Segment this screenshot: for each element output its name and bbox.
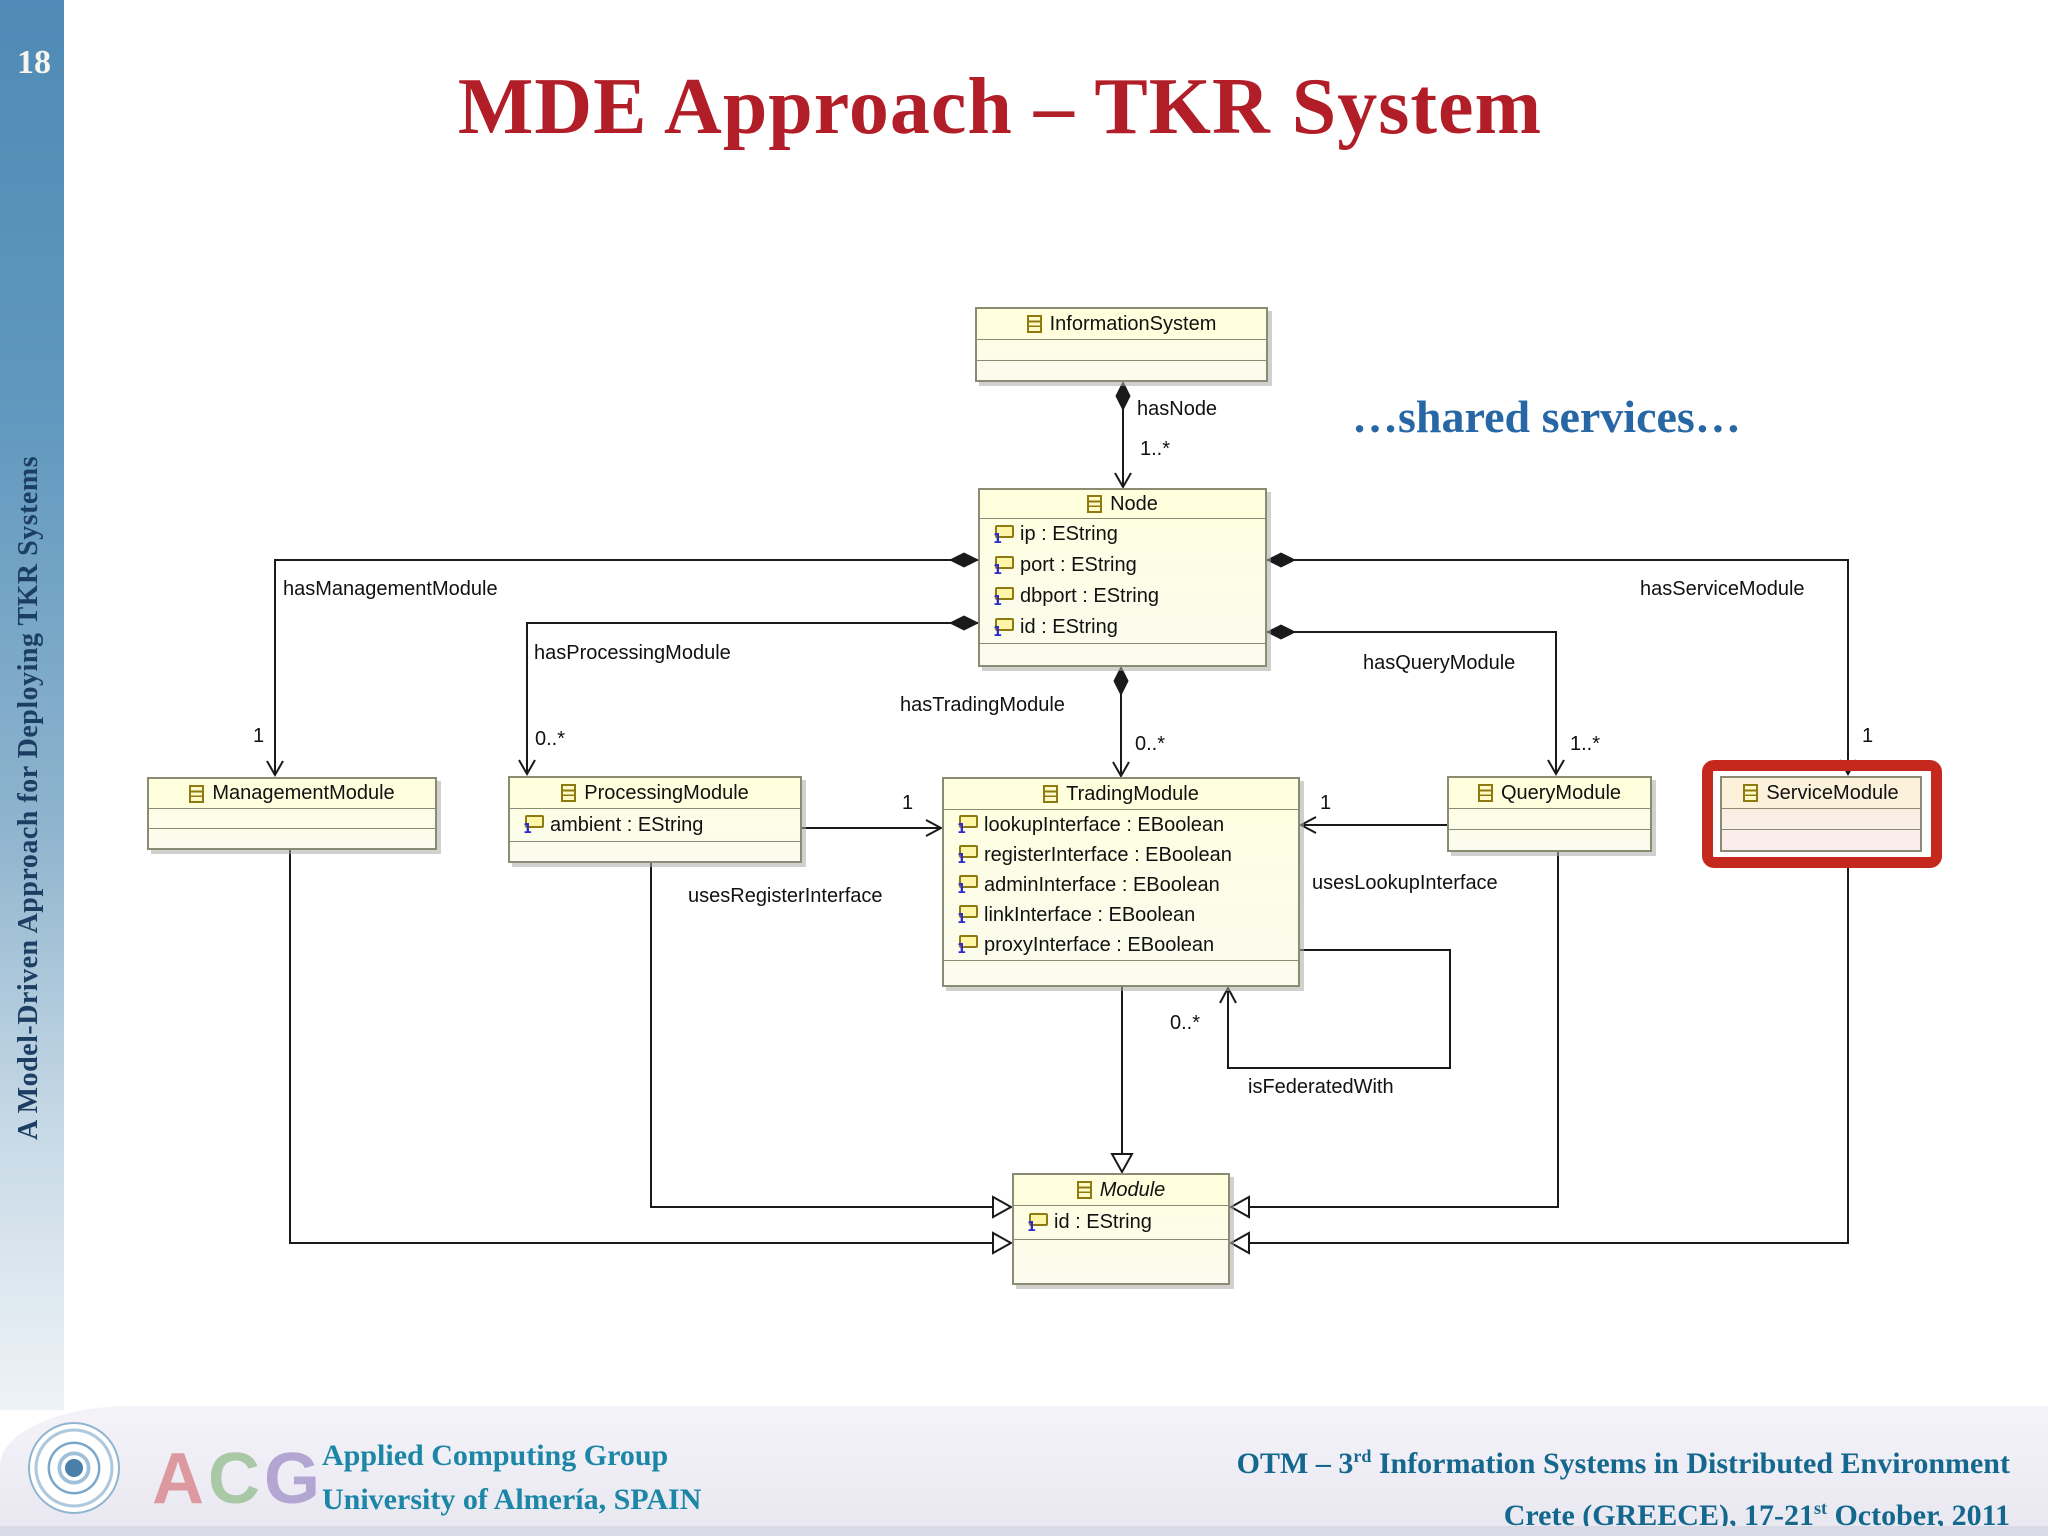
class-node: Node ip : EString port : EString dbport … <box>978 488 1267 667</box>
class-name: Node <box>1110 492 1158 515</box>
class-name: ManagementModule <box>212 782 395 804</box>
assoc-label-hasTradingModule: hasTradingModule <box>900 694 1065 716</box>
attribute-icon <box>990 584 1014 610</box>
conference-text: OTM – 3rd Information Systems in Distrib… <box>1237 1434 2010 1536</box>
attribute-row: lookupInterface : EBoolean <box>944 810 1298 840</box>
class-module: Module id : EString <box>1012 1173 1230 1285</box>
assoc-mult-hasServiceModule: 1 <box>1862 725 1874 747</box>
class-tradingmodule: TradingModule lookupInterface : EBoolean… <box>942 777 1300 987</box>
class-name: ServiceModule <box>1766 781 1899 804</box>
class-icon <box>1043 785 1059 803</box>
association-hasTradingModule <box>1112 665 1130 779</box>
association-hasNode <box>1114 380 1132 490</box>
page-title: MDE Approach – TKR System <box>457 63 1543 151</box>
attribute-icon <box>954 872 978 898</box>
organization-line1: Applied Computing Group <box>322 1439 669 1472</box>
class-name: ProcessingModule <box>584 781 749 804</box>
attribute-icon <box>990 615 1014 641</box>
class-informationsystem: InformationSystem <box>975 307 1268 382</box>
attribute-icon <box>954 812 978 838</box>
class-querymodule: QueryModule <box>1447 776 1652 852</box>
assoc-label-usesRegisterInterface: usesRegisterInterface <box>688 885 883 907</box>
organization-text: Applied Computing Group University of Al… <box>322 1434 701 1522</box>
shared-services-annotation: …shared services… <box>1352 391 1741 442</box>
assoc-label-hasManagementModule: hasManagementModule <box>283 578 498 600</box>
sidebar: 18 A Model-Driven Approach for Deploying… <box>0 0 64 1410</box>
attribute-icon <box>954 842 978 868</box>
class-name: Module <box>1099 1178 1166 1201</box>
assoc-mult-isFederatedWith: 0..* <box>1170 1012 1201 1034</box>
conference-line2: Crete (GREECE), 17-21st October, 2011 <box>1503 1498 2010 1532</box>
highlight-frame-servicemodule <box>1702 760 1942 868</box>
assoc-mult-hasTradingModule: 0..* <box>1135 733 1166 755</box>
attribute-row: adminInterface : EBoolean <box>944 870 1298 900</box>
attribute-icon <box>954 902 978 928</box>
assoc-label-hasNode: hasNode <box>1137 398 1218 420</box>
class-managementmodule: ManagementModule <box>147 777 437 850</box>
sidebar-vertical-title: A Model-Driven Approach for Deploying TK… <box>13 455 44 1140</box>
attribute-icon <box>520 812 544 838</box>
class-name: TradingModule <box>1066 782 1199 805</box>
class-icon <box>1477 784 1493 802</box>
class-name: InformationSystem <box>1049 312 1217 335</box>
class-icon <box>561 784 577 802</box>
association-usesRegisterInterface <box>802 819 944 837</box>
attribute-icon <box>990 522 1014 548</box>
attribute-icon <box>990 553 1014 579</box>
association-hasQueryModule <box>1265 624 1565 777</box>
page-number: 18 <box>17 44 51 81</box>
generalization-managementModule-module <box>289 850 1014 1255</box>
assoc-mult-usesLookupInterface: 1 <box>1320 792 1332 814</box>
assoc-label-usesLookupInterface: usesLookupInterface <box>1312 872 1498 894</box>
attribute-row: id : EString <box>1014 1206 1228 1239</box>
assoc-mult-hasNode: 1..* <box>1140 438 1171 460</box>
organization-line2: University of Almería, SPAIN <box>322 1483 702 1516</box>
class-icon <box>1743 784 1759 802</box>
attribute-row: proxyInterface : EBoolean <box>944 930 1298 960</box>
attribute-row: dbport : EString <box>980 581 1265 612</box>
conference-line1: OTM – 3rd Information Systems in Distrib… <box>1236 1446 2010 1480</box>
attribute-row: registerInterface : EBoolean <box>944 840 1298 870</box>
assoc-mult-hasProcessingModule: 0..* <box>535 728 566 750</box>
attribute-row: id : EString <box>980 612 1265 643</box>
attribute-row: ip : EString <box>980 519 1265 550</box>
attribute-row: ambient : EString <box>510 809 800 841</box>
class-icon <box>1076 1181 1092 1199</box>
generalization-serviceModule-module <box>1228 866 1849 1255</box>
class-processingmodule: ProcessingModule ambient : EString <box>508 776 802 863</box>
class-icon <box>1026 315 1042 333</box>
class-name: QueryModule <box>1500 781 1622 804</box>
assoc-mult-hasManagementModule: 1 <box>253 725 265 747</box>
generalization-tradingModule-module <box>1110 987 1134 1175</box>
attribute-icon <box>954 932 978 958</box>
acg-logo: ACG <box>152 1439 325 1519</box>
class-icon <box>1087 495 1103 513</box>
footer: ACG Applied Computing Group University o… <box>0 1406 2048 1536</box>
assoc-mult-hasQueryModule: 1..* <box>1570 733 1601 755</box>
assoc-mult-usesRegisterInterface: 1 <box>902 792 914 814</box>
university-seal-logo <box>28 1422 120 1514</box>
assoc-label-hasProcessingModule: hasProcessingModule <box>534 642 731 664</box>
association-usesLookupInterface <box>1298 816 1447 834</box>
attribute-row: port : EString <box>980 550 1265 581</box>
assoc-label-hasServiceModule: hasServiceModule <box>1640 578 1805 600</box>
class-icon <box>189 784 205 803</box>
assoc-label-hasQueryModule: hasQueryModule <box>1363 652 1516 674</box>
assoc-label-isFederatedWith: isFederatedWith <box>1248 1076 1394 1098</box>
attribute-row: linkInterface : EBoolean <box>944 900 1298 930</box>
attribute-icon <box>1024 1210 1048 1236</box>
class-servicemodule: ServiceModule <box>1720 776 1922 852</box>
